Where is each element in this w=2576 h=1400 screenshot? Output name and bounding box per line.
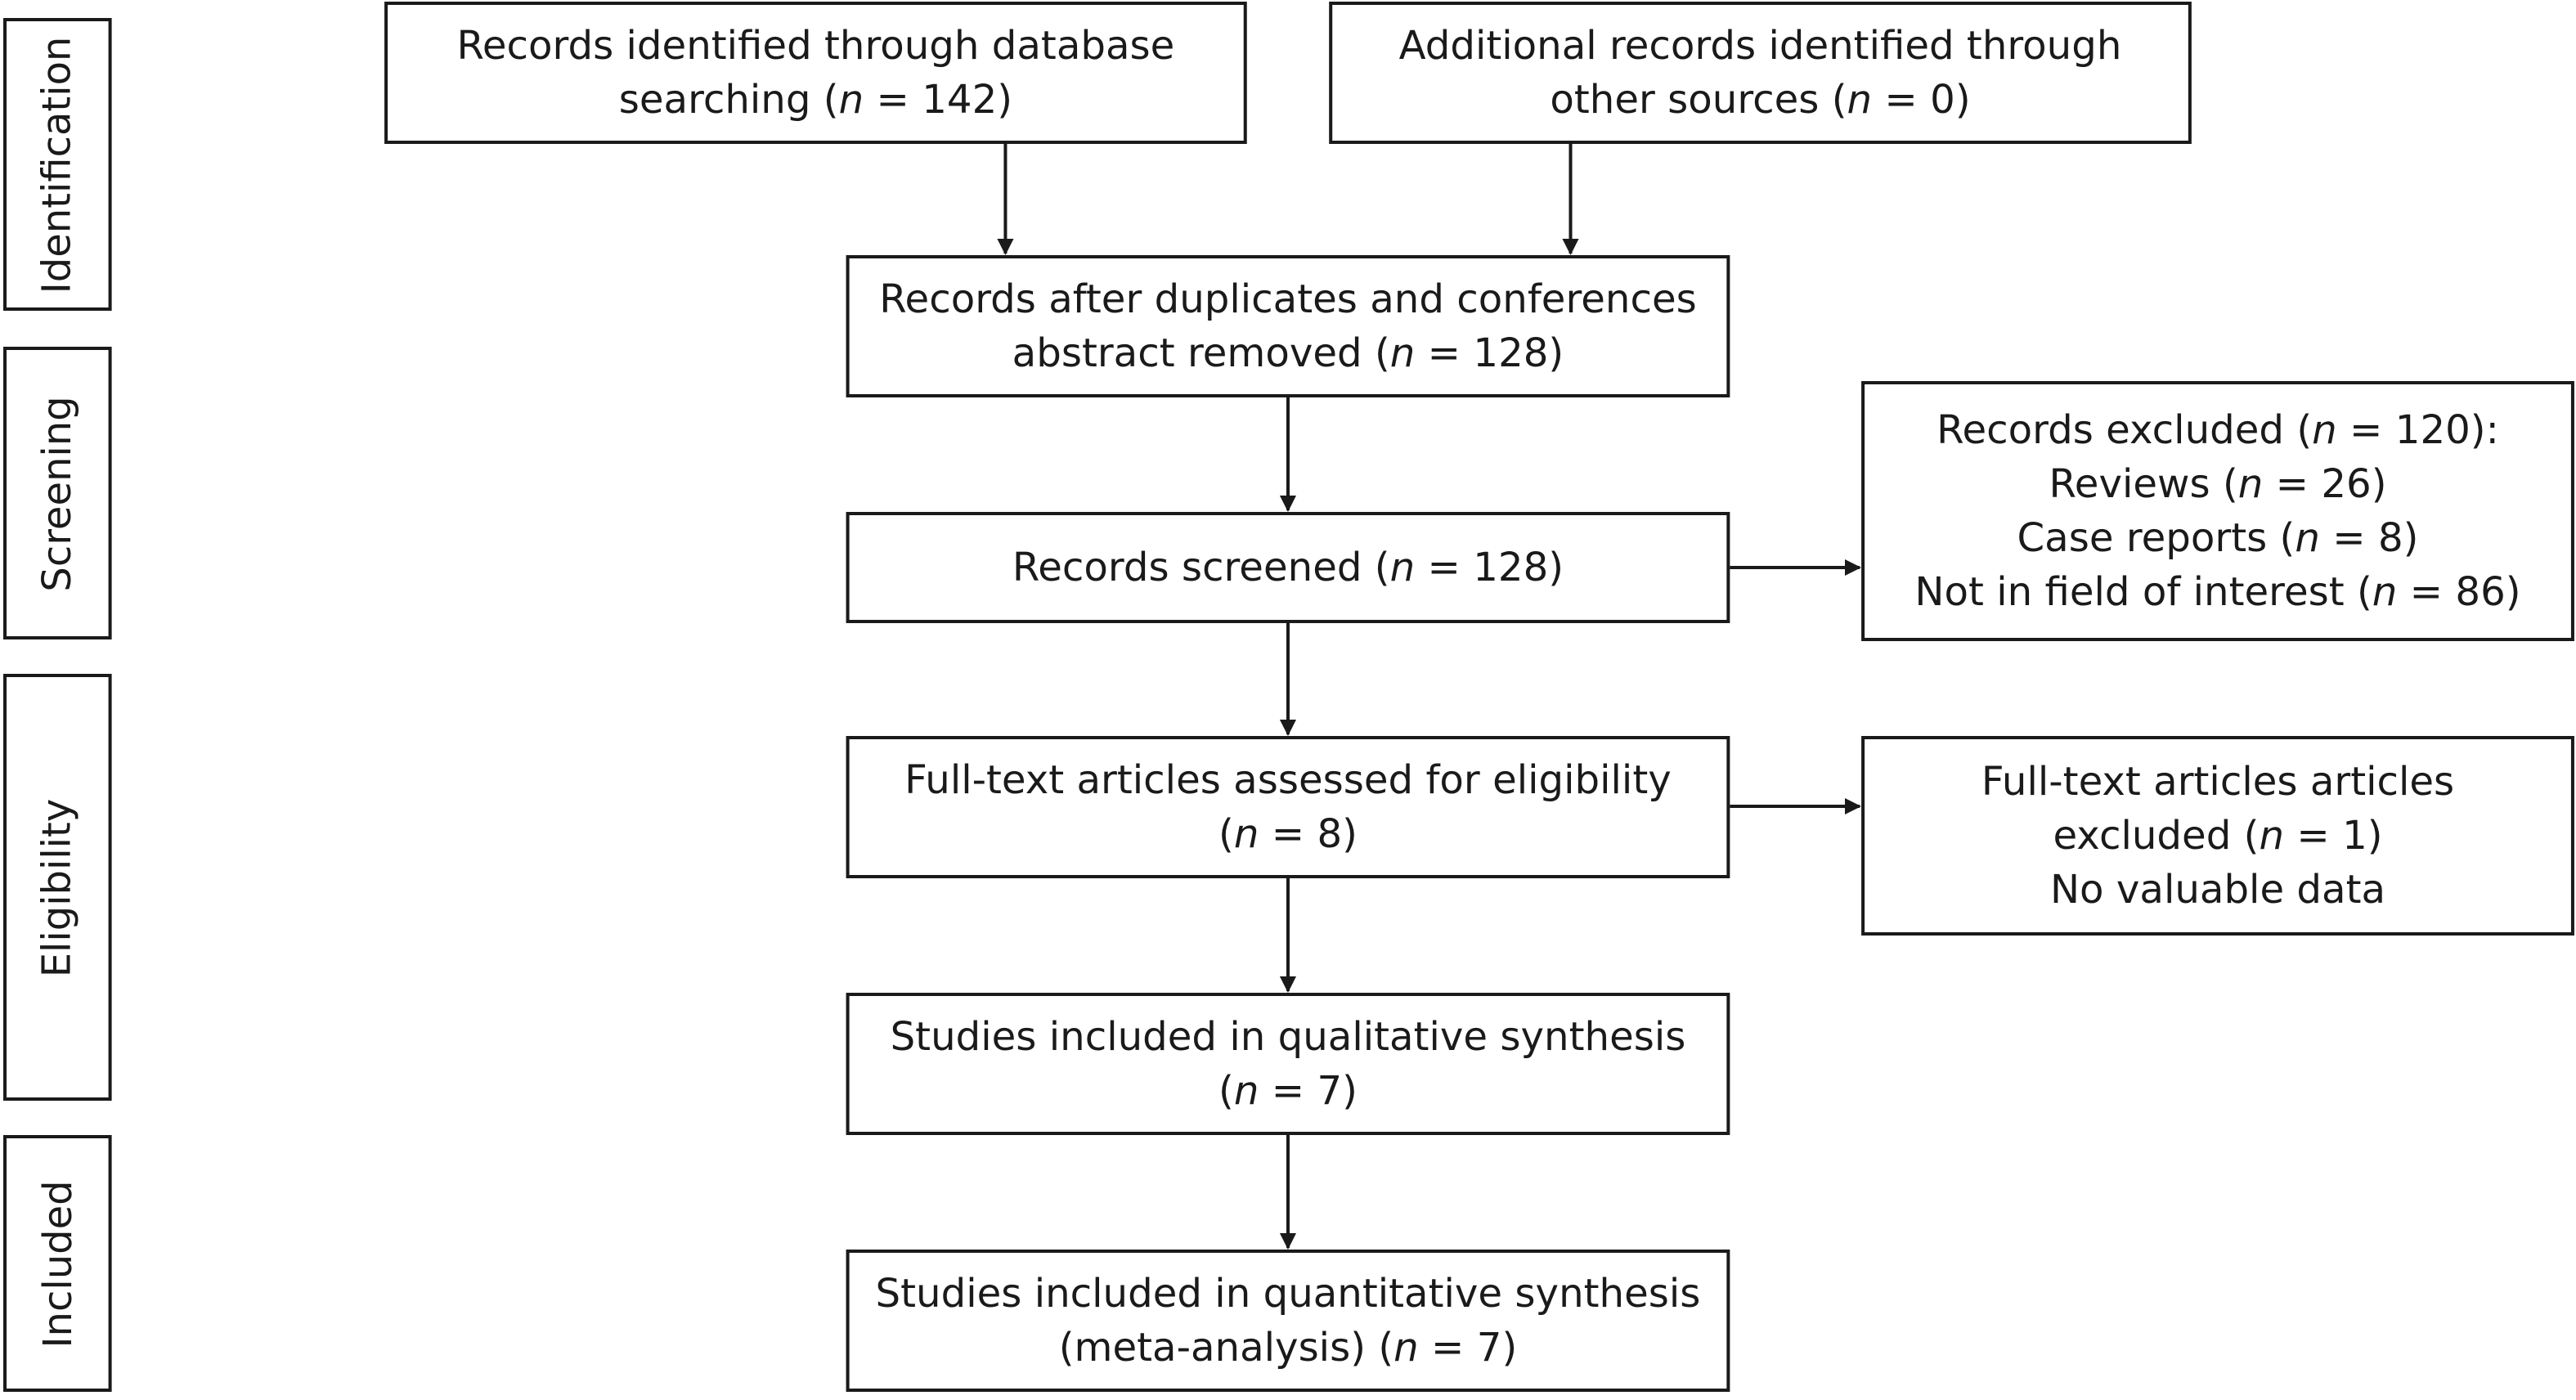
- records-excluded-box: Records excluded (n = 120): Reviews (n =…: [1861, 381, 2574, 641]
- records-screened-box: Records screened (n = 128): [846, 512, 1730, 623]
- qualitative-line2: (n = 7): [1218, 1067, 1358, 1113]
- fulltext-excluded-line1: Full-text articles articles: [1981, 758, 2455, 804]
- fulltext-assessed-line2: (n = 8): [1218, 810, 1358, 856]
- stage-identification: Identification: [3, 18, 112, 311]
- fulltext-assessed-box: Full-text articles assessed for eligibil…: [846, 736, 1730, 878]
- qualitative-synthesis-box: Studies included in qualitative synthesi…: [846, 993, 1730, 1135]
- other-sources-line1: Additional records identified through: [1398, 22, 2122, 68]
- quantitative-synthesis-box: Studies included in quantitative synthes…: [846, 1250, 1730, 1392]
- records-excluded-line3: Case reports (n = 8): [2017, 514, 2419, 560]
- fulltext-excluded-box: Full-text articles articles excluded (n …: [1861, 736, 2574, 936]
- qualitative-line1: Studies included in qualitative synthesi…: [890, 1013, 1686, 1059]
- other-sources-box: Additional records identified through ot…: [1329, 2, 2192, 144]
- records-screened-line1: Records screened (n = 128): [1012, 544, 1564, 590]
- records-excluded-line1: Records excluded (n = 120):: [1936, 406, 2499, 452]
- quantitative-line2: (meta-analysis) (n = 7): [1058, 1324, 1518, 1370]
- database-records-line1: Records identified through database: [456, 22, 1175, 68]
- stage-screening: Screening: [3, 347, 112, 639]
- fulltext-excluded-line2: excluded (n = 1): [2053, 812, 2383, 858]
- stage-eligibility: Eligibility: [3, 674, 112, 1101]
- records-excluded-line2: Reviews (n = 26): [2049, 460, 2387, 506]
- database-records-box: Records identified through database sear…: [384, 2, 1247, 144]
- quantitative-line1: Studies included in quantitative synthes…: [875, 1270, 1701, 1316]
- records-excluded-line4: Not in field of interest (n = 86): [1914, 568, 2521, 614]
- after-duplicates-line1: Records after duplicates and conferences: [879, 276, 1697, 321]
- other-sources-line2: other sources (n = 0): [1550, 76, 1971, 122]
- stage-included: Included: [3, 1135, 112, 1392]
- fulltext-excluded-line3: No valuable data: [2049, 866, 2386, 912]
- database-records-line2: searching (n = 142): [618, 76, 1013, 122]
- after-duplicates-line2: abstract removed (n = 128): [1012, 330, 1564, 375]
- after-duplicates-box: Records after duplicates and conferences…: [846, 255, 1730, 397]
- fulltext-assessed-line1: Full-text articles assessed for eligibil…: [904, 756, 1672, 802]
